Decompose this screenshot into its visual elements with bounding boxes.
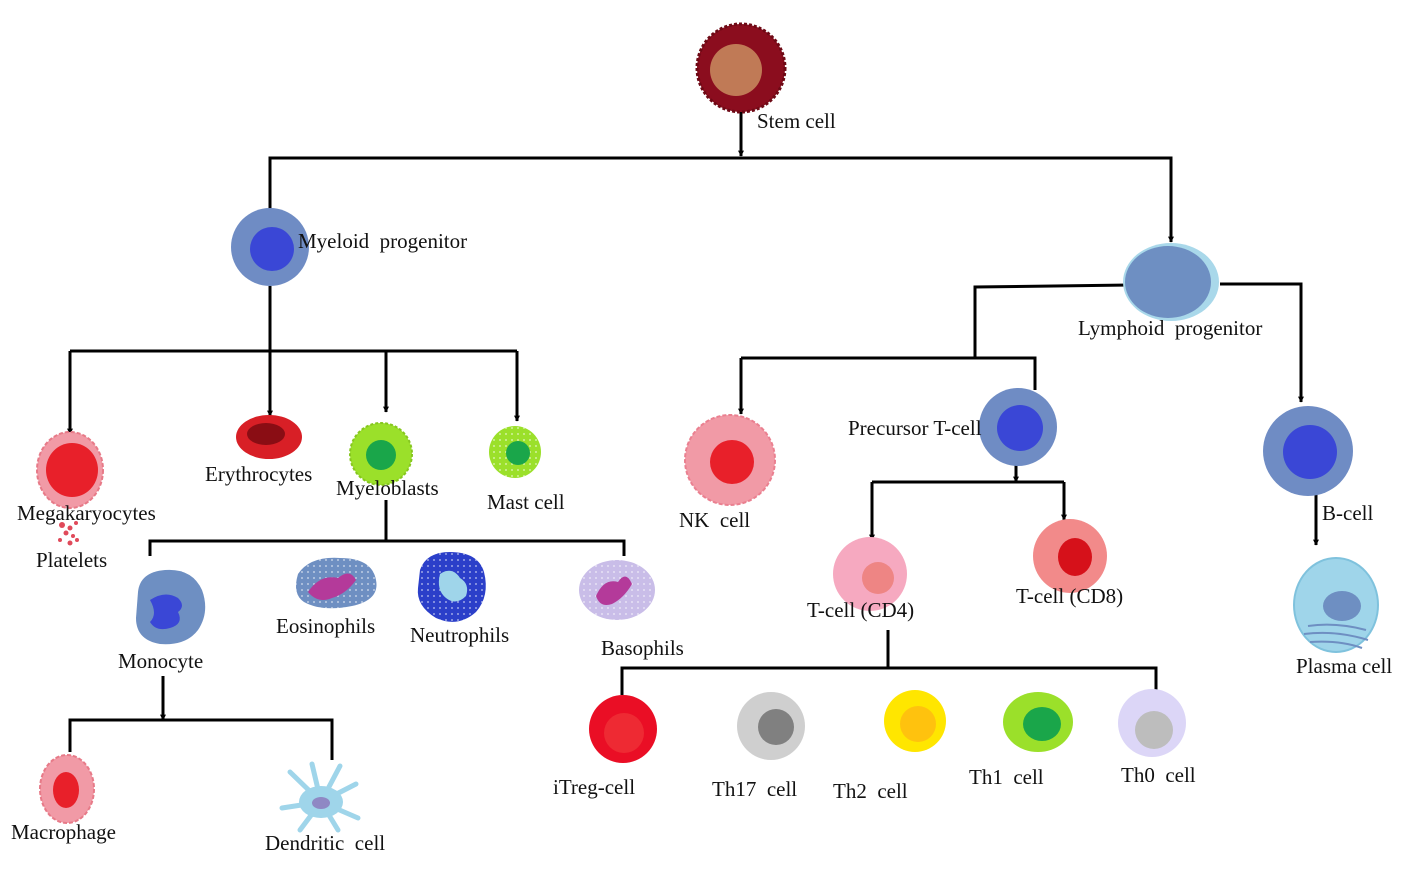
label-mast-cell: Mast cell bbox=[487, 490, 565, 514]
label-megakaryocytes: Megakaryocytes bbox=[17, 501, 156, 525]
precursor-t-cell-icon bbox=[979, 388, 1057, 466]
dendritic-cell-icon bbox=[279, 761, 361, 833]
label-dendritic-cell: Dendritic cell bbox=[265, 831, 385, 855]
nk-cell-icon bbox=[684, 414, 776, 506]
label-macrophage: Macrophage bbox=[11, 820, 116, 844]
label-t-cell-cd4: T-cell (CD4) bbox=[807, 598, 914, 622]
connectors bbox=[67, 112, 1319, 760]
label-th1-cell: Th1 cell bbox=[969, 765, 1044, 789]
myeloid-progenitor-icon bbox=[231, 208, 309, 286]
neutrophil-icon bbox=[417, 552, 486, 622]
platelets-icon bbox=[58, 521, 79, 546]
th0-cell-icon bbox=[1118, 689, 1186, 757]
th17-cell-icon bbox=[737, 692, 805, 760]
label-b-cell: B-cell bbox=[1322, 501, 1373, 525]
label-itreg-cell: iTreg-cell bbox=[553, 775, 635, 799]
lymphoid-right-arrow bbox=[1220, 282, 1304, 403]
stem-to-myeloid-arrow bbox=[267, 156, 741, 215]
label-myeloid-progenitor: Myeloid progenitor bbox=[298, 229, 467, 253]
stem-to-lymphoid-arrow bbox=[741, 156, 1174, 243]
label-lymphoid-progenitor: Lymphoid progenitor bbox=[1078, 316, 1262, 340]
label-basophils: Basophils bbox=[601, 636, 684, 660]
monocyte-icon bbox=[136, 569, 206, 645]
megakaryocyte-icon bbox=[36, 431, 104, 509]
eosinophil-icon bbox=[296, 557, 377, 609]
label-platelets: Platelets bbox=[36, 548, 107, 572]
mast-cell-icon bbox=[489, 426, 541, 478]
myeloblasts-branch-bar bbox=[148, 539, 626, 556]
myeloblast-icon bbox=[349, 422, 413, 486]
basophil-icon bbox=[579, 560, 655, 620]
label-monocyte: Monocyte bbox=[118, 649, 203, 673]
monocyte-branch-bar bbox=[68, 718, 334, 760]
t-cell-cd8-icon bbox=[1033, 519, 1107, 593]
macrophage-icon bbox=[39, 754, 95, 824]
stem-cell-icon bbox=[695, 22, 787, 114]
label-neutrophils: Neutrophils bbox=[410, 623, 509, 647]
t-cell-cd4-icon bbox=[833, 537, 907, 611]
label-th17-cell: Th17 cell bbox=[712, 777, 797, 801]
label-stem-cell: Stem cell bbox=[757, 109, 836, 133]
label-erythrocytes: Erythrocytes bbox=[205, 462, 312, 486]
label-eosinophils: Eosinophils bbox=[276, 614, 375, 638]
label-th0-cell: Th0 cell bbox=[1121, 763, 1196, 787]
erythrocyte-icon bbox=[236, 415, 302, 459]
lymphoid-progenitor-icon bbox=[1123, 243, 1219, 321]
nk-precursor-branch-bar bbox=[741, 356, 1037, 390]
label-th2-cell: Th2 cell bbox=[833, 779, 908, 803]
label-nk-cell: NK cell bbox=[679, 508, 750, 532]
th1-cell-icon bbox=[1003, 692, 1073, 752]
label-plasma-cell: Plasma cell bbox=[1296, 654, 1392, 678]
label-myeloblasts: Myeloblasts bbox=[336, 476, 439, 500]
b-cell-icon bbox=[1263, 406, 1353, 496]
label-t-cell-cd8: T-cell (CD8) bbox=[1016, 584, 1123, 608]
plasma-cell-icon bbox=[1293, 557, 1379, 653]
label-precursor-t-cell: Precursor T-cell bbox=[848, 416, 982, 440]
cd4-branch-bar bbox=[620, 666, 1158, 695]
labels: Stem cell Myeloid progenitor Lymphoid pr… bbox=[11, 109, 1392, 855]
lymphoid-left-line bbox=[973, 283, 1131, 358]
th2-cell-icon bbox=[884, 690, 946, 752]
itreg-cell-icon bbox=[589, 695, 657, 763]
